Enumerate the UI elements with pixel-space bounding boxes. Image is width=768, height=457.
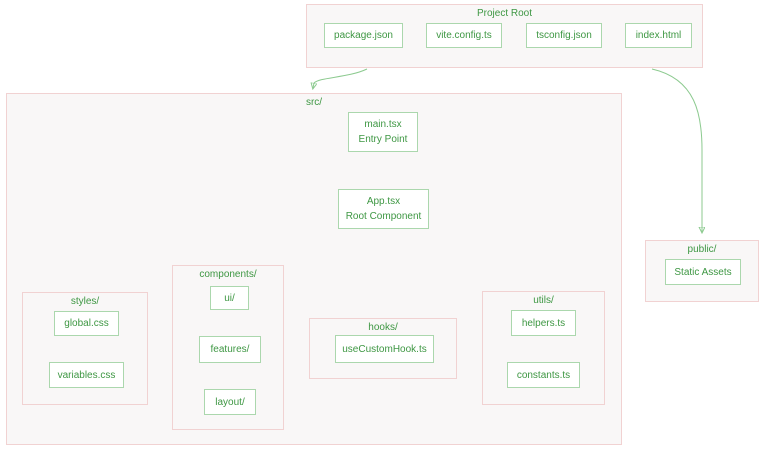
container-project-root: Project Root package.json vite.config.ts…: [306, 4, 703, 68]
node-main-tsx-subtitle: Entry Point: [358, 134, 408, 145]
node-app-tsx-title: App.tsx: [366, 196, 401, 207]
container-hooks: hooks/ useCustomHook.ts: [309, 318, 457, 379]
node-main-tsx: main.tsx Entry Point: [348, 112, 418, 152]
container-public: public/ Static Assets: [645, 240, 759, 302]
node-package-json: package.json: [324, 23, 403, 48]
src-label: src/: [305, 97, 323, 108]
node-ui-dir: ui/: [210, 286, 249, 310]
node-usecustomhook-ts: useCustomHook.ts: [335, 335, 434, 363]
components-label: components/: [199, 269, 257, 280]
node-main-tsx-title: main.tsx: [364, 119, 402, 130]
edge-project-root-to-public: [651, 68, 702, 232]
project-root-label: Project Root: [476, 8, 533, 19]
node-app-tsx-subtitle: Root Component: [345, 211, 422, 222]
node-tsconfig-json: tsconfig.json: [526, 23, 602, 48]
utils-label: utils/: [533, 295, 554, 306]
node-app-tsx: App.tsx Root Component: [338, 189, 429, 229]
container-utils: utils/ helpers.ts constants.ts: [482, 291, 605, 405]
node-features-dir: features/: [199, 336, 261, 363]
node-global-css: global.css: [54, 311, 119, 336]
node-vite-config-ts: vite.config.ts: [426, 23, 502, 48]
container-src: src/ main.tsx Entry Point App.tsx Root C…: [6, 93, 622, 445]
node-index-html: index.html: [625, 23, 692, 48]
node-layout-dir: layout/: [204, 389, 256, 415]
public-label: public/: [687, 244, 717, 255]
styles-label: styles/: [70, 296, 100, 307]
node-variables-css: variables.css: [49, 362, 124, 388]
node-static-assets: Static Assets: [665, 259, 741, 285]
hooks-label: hooks/: [368, 322, 398, 333]
node-constants-ts: constants.ts: [507, 362, 580, 388]
container-styles: styles/ global.css variables.css: [22, 292, 148, 405]
container-components: components/ ui/ features/ layout/: [172, 265, 284, 430]
node-helpers-ts: helpers.ts: [511, 310, 576, 336]
edge-project-root-to-src: [313, 68, 368, 88]
